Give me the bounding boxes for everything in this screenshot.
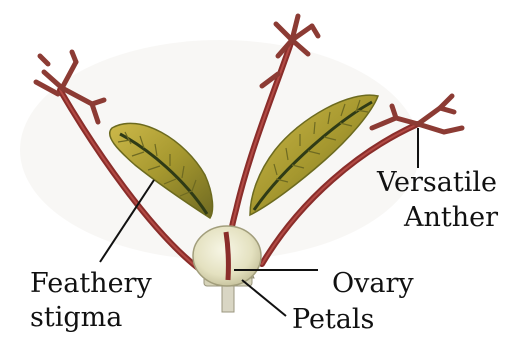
label-feathery-stigma-line1: Feathery: [30, 268, 152, 299]
pointer-petals: [242, 280, 286, 316]
label-ovary: Ovary: [332, 268, 414, 299]
filament-front: [226, 232, 228, 280]
label-versatile-anther-line1: Versatile: [377, 167, 497, 198]
label-versatile-anther-line2: Anther: [404, 202, 498, 233]
label-feathery-stigma-line2: stigma: [30, 302, 122, 333]
label-petals: Petals: [292, 304, 374, 335]
